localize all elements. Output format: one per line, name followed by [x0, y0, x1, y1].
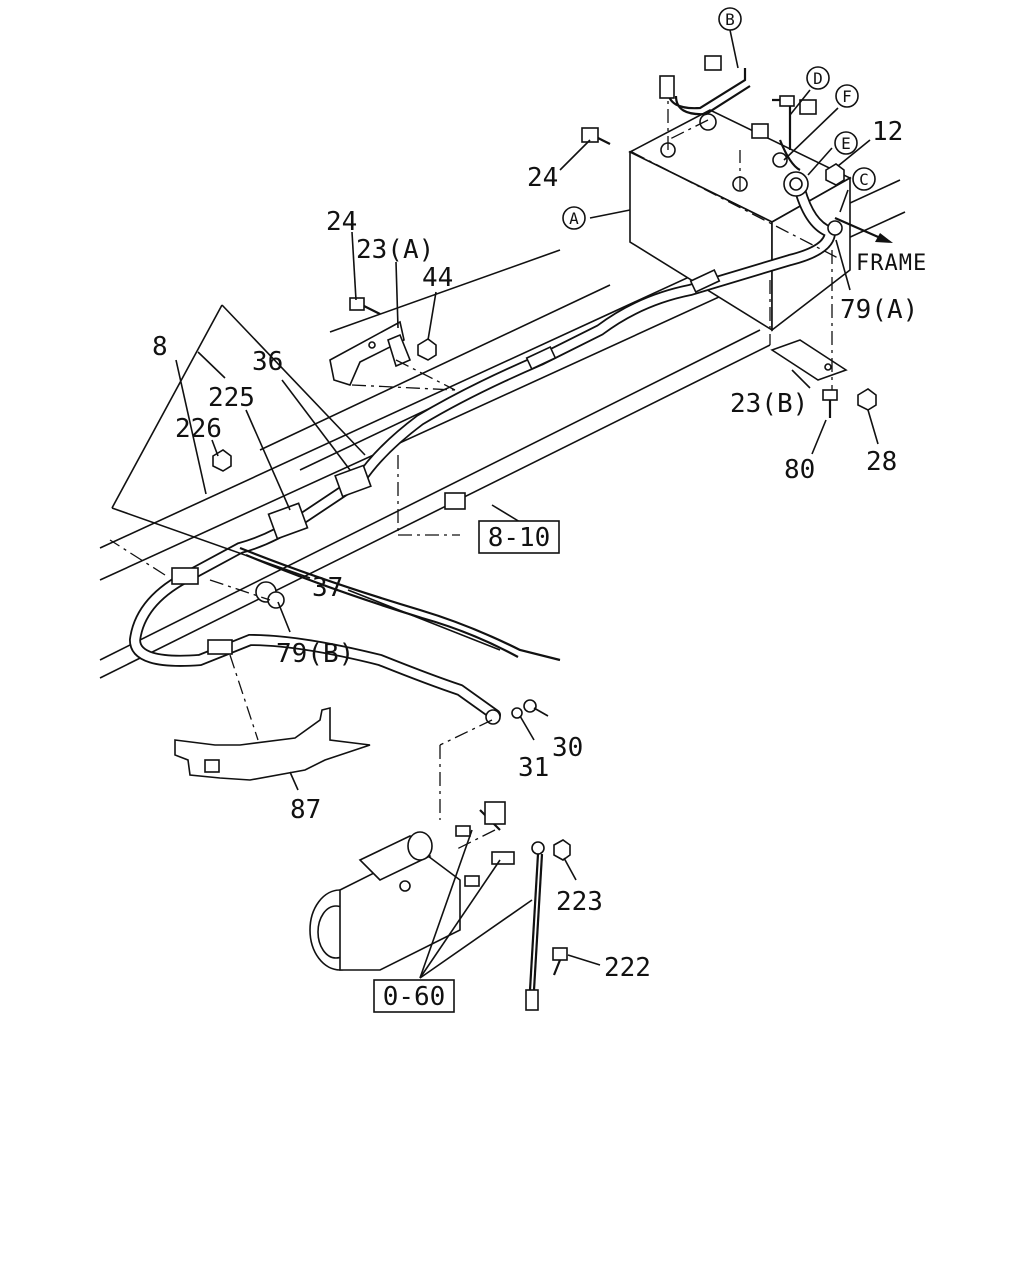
circled-callout-C: C	[852, 167, 876, 191]
reference-8-10-label: 8-10	[488, 523, 551, 553]
circled-callout-A: A	[562, 206, 586, 230]
label-23a: 23(A)	[356, 235, 434, 265]
bracket-87	[174, 706, 371, 781]
label-28: 28	[866, 447, 897, 477]
battery-jumper-cable	[659, 55, 751, 116]
label-44: 44	[422, 263, 453, 293]
bracket-23b	[770, 339, 848, 381]
reference-box-0-60[interactable]: 0-60	[373, 979, 455, 1013]
callout-letter-E: E	[841, 134, 851, 153]
label-79b: 79(B)	[276, 639, 354, 669]
frame-arrow	[834, 216, 893, 243]
label-37: 37	[312, 573, 343, 603]
circled-callout-B: B	[718, 7, 742, 31]
reference-lines	[109, 100, 839, 851]
main-cable-36	[128, 184, 836, 721]
label-frame: FRAME	[856, 251, 927, 276]
leader-lines	[111, 29, 879, 979]
circled-callout-D: D	[806, 66, 830, 90]
callout-letter-A: A	[569, 209, 579, 228]
label-225: 225	[208, 383, 255, 413]
circled-callout-F: F	[835, 84, 859, 108]
label-23b: 23(B)	[730, 389, 808, 419]
bolts-nuts	[212, 127, 877, 976]
label-87: 87	[290, 795, 321, 825]
label-79a: 79(A)	[840, 295, 918, 325]
callout-letter-F: F	[842, 87, 852, 106]
reference-0-60-label: 0-60	[383, 982, 446, 1012]
bracket-23a	[329, 320, 412, 386]
label-222: 222	[604, 953, 651, 983]
callout-letter-B: B	[725, 10, 735, 29]
label-12: 12	[872, 117, 903, 147]
callout-letter-D: D	[813, 69, 823, 88]
callout-letter-C: C	[859, 170, 869, 189]
label-80: 80	[784, 455, 815, 485]
label-226: 226	[175, 414, 222, 444]
label-36: 36	[252, 347, 283, 377]
label-31: 31	[518, 753, 549, 783]
starter-motor	[309, 801, 545, 1011]
label-30: 30	[552, 733, 583, 763]
positive-cable-terminal	[751, 95, 817, 171]
clip-parts	[171, 171, 843, 725]
label-24-bracket: 24	[326, 207, 357, 237]
label-24-battery: 24	[527, 163, 558, 193]
label-8: 8	[152, 332, 168, 362]
circled-callout-E: E	[834, 131, 858, 155]
label-223: 223	[556, 887, 603, 917]
reference-box-8-10[interactable]: 8-10	[478, 520, 560, 554]
